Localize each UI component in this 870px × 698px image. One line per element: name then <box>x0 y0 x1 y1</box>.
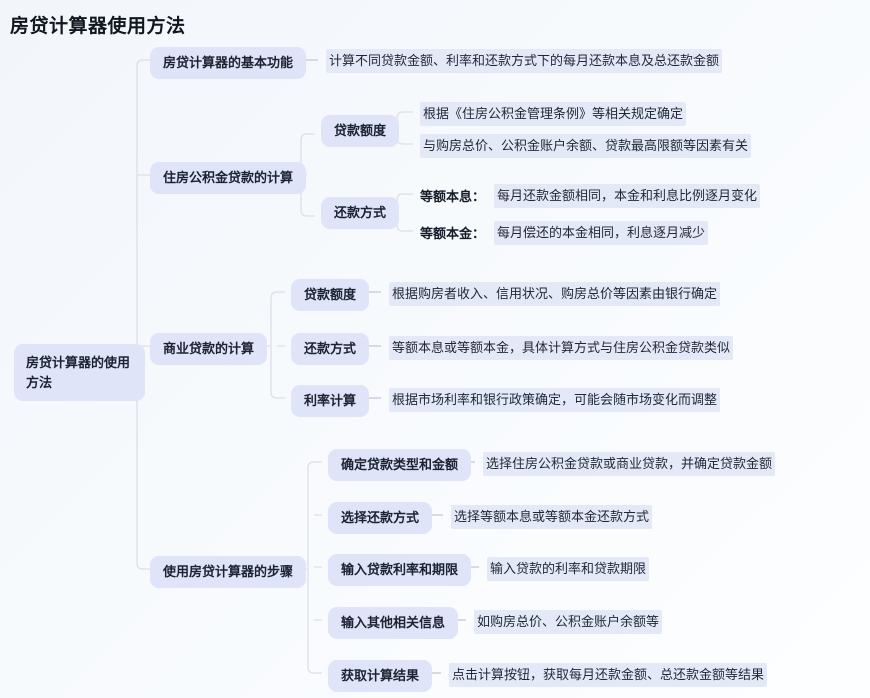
leaf-text: 选择住房公积金贷款或商业贷款，并确定贷款金额 <box>483 452 776 476</box>
node-step-determine-type-amount-label: 确定贷款类型和金额 <box>328 449 472 481</box>
node-commercial-loan-limit[interactable]: 贷款额度 <box>291 279 370 311</box>
node-commercial-loan-limit-label: 贷款额度 <box>291 279 370 311</box>
leaf-text: 与购房总价、公积金账户余额、贷款最高限额等因素有关 <box>420 134 752 158</box>
leaf-step-get-result-1[interactable]: 点击计算按钮，获取每月还款金额、总还款金额等结果 <box>449 663 768 687</box>
node-branch-basic-functions-label: 房贷计算器的基本功能 <box>150 47 307 79</box>
node-commercial-repayment-label: 还款方式 <box>291 333 370 365</box>
node-housing-fund-repayment-label: 还款方式 <box>321 197 400 229</box>
node-housing-fund-repayment[interactable]: 还款方式 <box>321 197 400 229</box>
node-commercial-interest-rate[interactable]: 利率计算 <box>291 385 370 417</box>
node-housing-fund-loan-limit-label: 贷款额度 <box>321 115 400 147</box>
leaf-text: 每月偿还的本金相同，利息逐月减少 <box>494 221 709 245</box>
leaf-text: 输入贷款的利率和贷款期限 <box>487 557 650 581</box>
leaf-housing-fund-repayment-1[interactable]: 等额本息： 每月还款金额相同，本金和利息比例逐月变化 <box>420 184 761 208</box>
leaf-key: 等额本息： <box>420 189 486 205</box>
node-root[interactable]: 房贷计算器的使用方法 <box>14 344 145 401</box>
leaf-text: 计算不同贷款金额、利率和还款方式下的每月还款本息及总还款金额 <box>326 49 723 73</box>
node-root-label: 房贷计算器的使用方法 <box>14 344 145 401</box>
leaf-text: 每月还款金额相同，本金和利息比例逐月变化 <box>494 184 761 208</box>
node-branch-commercial-loan[interactable]: 商业贷款的计算 <box>150 333 268 365</box>
leaf-housing-fund-repayment-2[interactable]: 等额本金： 每月偿还的本金相同，利息逐月减少 <box>420 221 709 245</box>
node-branch-housing-fund[interactable]: 住房公积金贷款的计算 <box>150 162 307 194</box>
connector-trunk-top <box>136 59 144 363</box>
node-commercial-repayment[interactable]: 还款方式 <box>291 333 370 365</box>
leaf-step-select-repayment-1[interactable]: 选择等额本息或等额本金还款方式 <box>451 505 653 529</box>
node-step-select-repayment-label: 选择还款方式 <box>328 502 433 534</box>
node-branch-usage-steps[interactable]: 使用房贷计算器的步骤 <box>150 556 307 588</box>
node-branch-housing-fund-label: 住房公积金贷款的计算 <box>150 162 307 194</box>
leaf-step-determine-type-amount-1[interactable]: 选择住房公积金贷款或商业贷款，并确定贷款金额 <box>483 452 776 476</box>
node-step-input-rate-term[interactable]: 输入贷款利率和期限 <box>328 554 472 586</box>
leaf-step-input-other-info-1[interactable]: 如购房总价、公积金账户余额等 <box>474 610 663 634</box>
leaf-key: 等额本金： <box>420 226 486 242</box>
connector-trunk-bottom <box>136 375 144 570</box>
leaf-text: 选择等额本息或等额本金还款方式 <box>451 505 653 529</box>
leaf-text: 根据市场利率和银行政策确定，可能会随市场变化而调整 <box>389 388 721 412</box>
leaf-text: 根据《住房公积金管理条例》等相关规定确定 <box>420 102 687 126</box>
leaf-text: 等额本息或等额本金，具体计算方式与住房公积金贷款类似 <box>389 336 734 360</box>
node-housing-fund-loan-limit[interactable]: 贷款额度 <box>321 115 400 147</box>
node-commercial-interest-rate-label: 利率计算 <box>291 385 370 417</box>
leaf-housing-fund-loan-limit-2[interactable]: 与购房总价、公积金账户余额、贷款最高限额等因素有关 <box>420 134 752 158</box>
leaf-text: 如购房总价、公积金账户余额等 <box>474 610 663 634</box>
connector-b4-spine <box>307 461 315 674</box>
node-step-determine-type-amount[interactable]: 确定贷款类型和金额 <box>328 449 472 481</box>
node-step-get-result[interactable]: 获取计算结果 <box>328 660 433 692</box>
page-title: 房贷计算器使用方法 <box>10 16 186 37</box>
node-step-input-other-info-label: 输入其他相关信息 <box>328 607 459 639</box>
node-step-input-rate-term-label: 输入贷款利率和期限 <box>328 554 472 586</box>
node-step-select-repayment[interactable]: 选择还款方式 <box>328 502 433 534</box>
leaf-commercial-repayment-1[interactable]: 等额本息或等额本金，具体计算方式与住房公积金贷款类似 <box>389 336 734 360</box>
node-step-get-result-label: 获取计算结果 <box>328 660 433 692</box>
leaf-housing-fund-loan-limit-1[interactable]: 根据《住房公积金管理条例》等相关规定确定 <box>420 102 687 126</box>
leaf-commercial-interest-rate-1[interactable]: 根据市场利率和银行政策确定，可能会随市场变化而调整 <box>389 388 721 412</box>
leaf-commercial-loan-limit-1[interactable]: 根据购房者收入、信用状况、购房总价等因素由银行确定 <box>389 282 721 306</box>
leaf-basic-functions-1[interactable]: 计算不同贷款金额、利率和还款方式下的每月还款本息及总还款金额 <box>326 49 723 73</box>
node-branch-usage-steps-label: 使用房贷计算器的步骤 <box>150 556 307 588</box>
leaf-text: 根据购房者收入、信用状况、购房总价等因素由银行确定 <box>389 282 721 306</box>
node-step-input-other-info[interactable]: 输入其他相关信息 <box>328 607 459 639</box>
leaf-text: 点击计算按钮，获取每月还款金额、总还款金额等结果 <box>449 663 768 687</box>
node-branch-basic-functions[interactable]: 房贷计算器的基本功能 <box>150 47 307 79</box>
connector-b3-spine <box>270 291 278 399</box>
leaf-step-input-rate-term-1[interactable]: 输入贷款的利率和贷款期限 <box>487 557 650 581</box>
node-branch-commercial-loan-label: 商业贷款的计算 <box>150 333 268 365</box>
